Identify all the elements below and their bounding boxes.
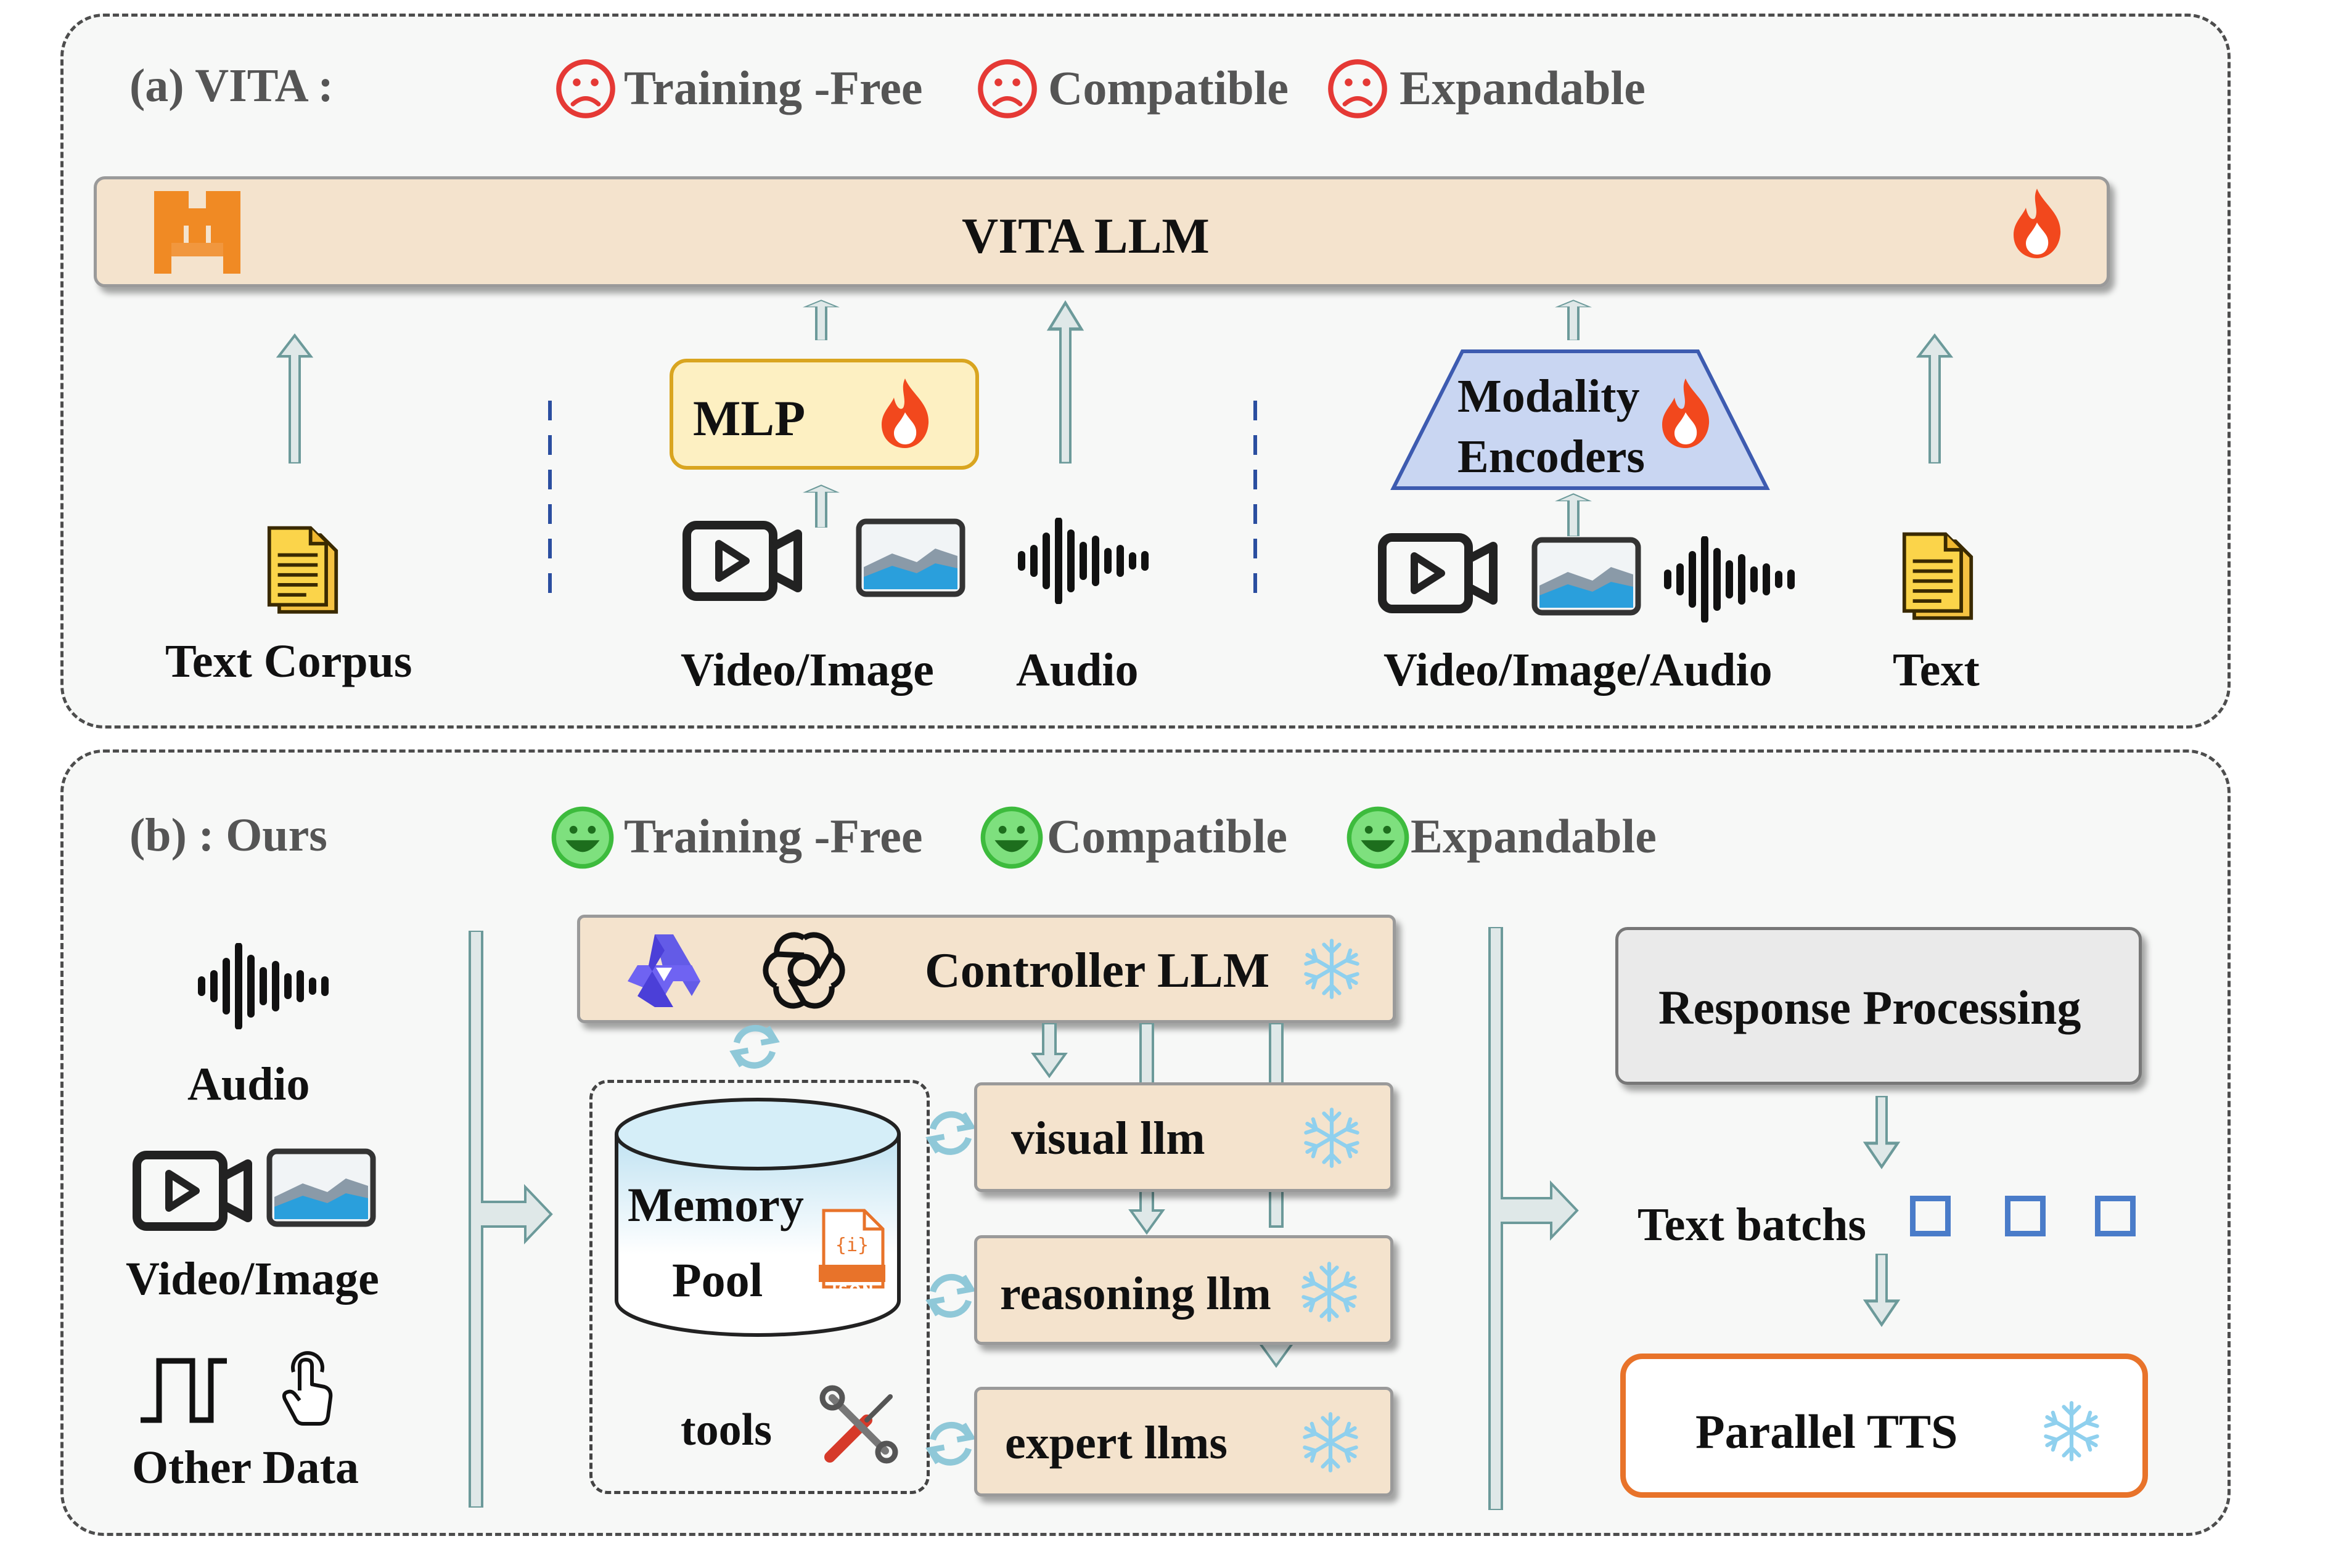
openai-logo-icon xyxy=(763,932,845,1009)
property-expandable: Expandable xyxy=(1400,61,1646,115)
snowflake-icon xyxy=(1300,1106,1364,1170)
json-badge: JSON xyxy=(832,1283,875,1299)
mlp-label: MLP xyxy=(693,390,806,446)
text-label: Text xyxy=(1893,644,1980,696)
arrow-text xyxy=(1916,333,1953,463)
video-image-input-label: Video/Image xyxy=(126,1253,379,1305)
visual-llm-label: visual llm xyxy=(1011,1113,1205,1164)
vita-llm-label: VITA LLM xyxy=(962,208,1210,264)
happy-face-icon xyxy=(550,805,615,870)
separator-right xyxy=(1253,401,1257,598)
response-processing-box xyxy=(1615,927,2142,1085)
mistral-logo-icon xyxy=(154,191,240,274)
parallel-tts-label: Parallel TTS xyxy=(1695,1405,1958,1458)
arrow-mlp-llm xyxy=(804,300,838,340)
snowflake-icon xyxy=(1297,1260,1361,1324)
sad-face-icon xyxy=(554,57,618,121)
vita-llm-box xyxy=(94,176,2110,287)
snowflake-icon xyxy=(2039,1399,2104,1463)
memory-tools-container xyxy=(589,1080,930,1494)
arrow-response-batches xyxy=(1863,1096,1900,1170)
video-image-audio-label: Video/Image/Audio xyxy=(1383,644,1773,696)
audio-wave-icon xyxy=(1658,536,1800,623)
encoders-label-1: Modality xyxy=(1457,370,1640,422)
image-icon xyxy=(265,1148,377,1228)
sad-face-icon xyxy=(975,57,1039,121)
property-compatible: Compatible xyxy=(1048,61,1289,115)
json-file-icon: {i} xyxy=(819,1209,885,1289)
property-training-free: Training -Free xyxy=(624,809,923,863)
memory-pool-label-1: Memory xyxy=(628,1178,804,1231)
sad-face-icon xyxy=(1326,57,1390,121)
refresh-icon xyxy=(919,1101,983,1165)
reasoning-llm-label: reasoning llm xyxy=(1000,1268,1271,1320)
video-image-label: Video/Image xyxy=(681,644,934,696)
modality-encoders-box xyxy=(1390,349,1770,490)
arrow-batches-tts xyxy=(1863,1254,1900,1328)
other-data-label: Other Data xyxy=(132,1442,359,1493)
separator-left xyxy=(548,401,552,598)
snowflake-icon xyxy=(1298,1410,1363,1474)
batch-square xyxy=(2005,1196,2046,1236)
video-icon xyxy=(1377,530,1501,616)
fire-icon xyxy=(874,372,936,452)
tools-icon xyxy=(819,1385,898,1464)
snowflake-icon xyxy=(1300,937,1364,1001)
fire-icon xyxy=(2006,182,2068,263)
arrow-media-encoders xyxy=(1556,493,1591,536)
qwen-logo-icon xyxy=(628,934,700,1007)
svg-text:{i}: {i} xyxy=(835,1235,869,1256)
visual-llm-box xyxy=(974,1082,1393,1192)
controller-llm-box xyxy=(577,915,1396,1023)
tools-label: tools xyxy=(681,1405,772,1455)
happy-face-icon xyxy=(1345,805,1411,870)
audio-wave-icon xyxy=(192,943,334,1029)
text-batches-label: Text batchs xyxy=(1637,1199,1866,1251)
response-processing-label: Response Processing xyxy=(1658,981,2081,1034)
arrow-encoders-llm xyxy=(1556,300,1591,340)
audio-input-label: Audio xyxy=(187,1058,310,1110)
arrow-video-mlp xyxy=(804,484,838,528)
property-compatible: Compatible xyxy=(1047,809,1287,863)
memory-pool-label-2: Pool xyxy=(672,1253,763,1307)
video-icon xyxy=(682,518,805,604)
document-icon xyxy=(263,525,343,618)
refresh-icon xyxy=(723,1015,787,1079)
panel-a-label: (a) VITA : xyxy=(129,60,334,112)
expert-llms-label: expert llms xyxy=(1005,1417,1228,1469)
square-wave-icon xyxy=(141,1358,227,1423)
reasoning-llm-box xyxy=(974,1235,1393,1345)
expert-llms-box xyxy=(974,1387,1393,1497)
happy-face-icon xyxy=(979,805,1044,870)
arrow-text-corpus xyxy=(276,333,313,463)
panel-a xyxy=(60,14,2231,729)
refresh-icon xyxy=(919,1264,983,1328)
image-icon xyxy=(1530,536,1642,616)
touch-icon xyxy=(282,1351,333,1426)
input-bracket-arrow xyxy=(469,931,553,1508)
video-icon xyxy=(132,1148,255,1234)
output-bracket-arrow xyxy=(1488,927,1579,1510)
property-training-free: Training -Free xyxy=(624,61,923,115)
audio-label: Audio xyxy=(1016,644,1139,696)
document-icon xyxy=(1898,531,1978,624)
audio-wave-icon xyxy=(1012,518,1154,604)
batch-square xyxy=(1910,1196,1951,1236)
batch-square xyxy=(2095,1196,2136,1236)
image-icon xyxy=(855,518,967,598)
property-expandable: Expandable xyxy=(1411,809,1657,863)
refresh-icon xyxy=(919,1411,983,1476)
fire-icon xyxy=(1655,372,1716,452)
text-corpus-label: Text Corpus xyxy=(165,635,412,687)
controller-llm-label: Controller LLM xyxy=(925,944,1270,998)
encoders-label-2: Encoders xyxy=(1457,431,1645,483)
arrow-audio xyxy=(1047,300,1084,463)
panel-b-label: (b) : Ours xyxy=(129,809,327,861)
